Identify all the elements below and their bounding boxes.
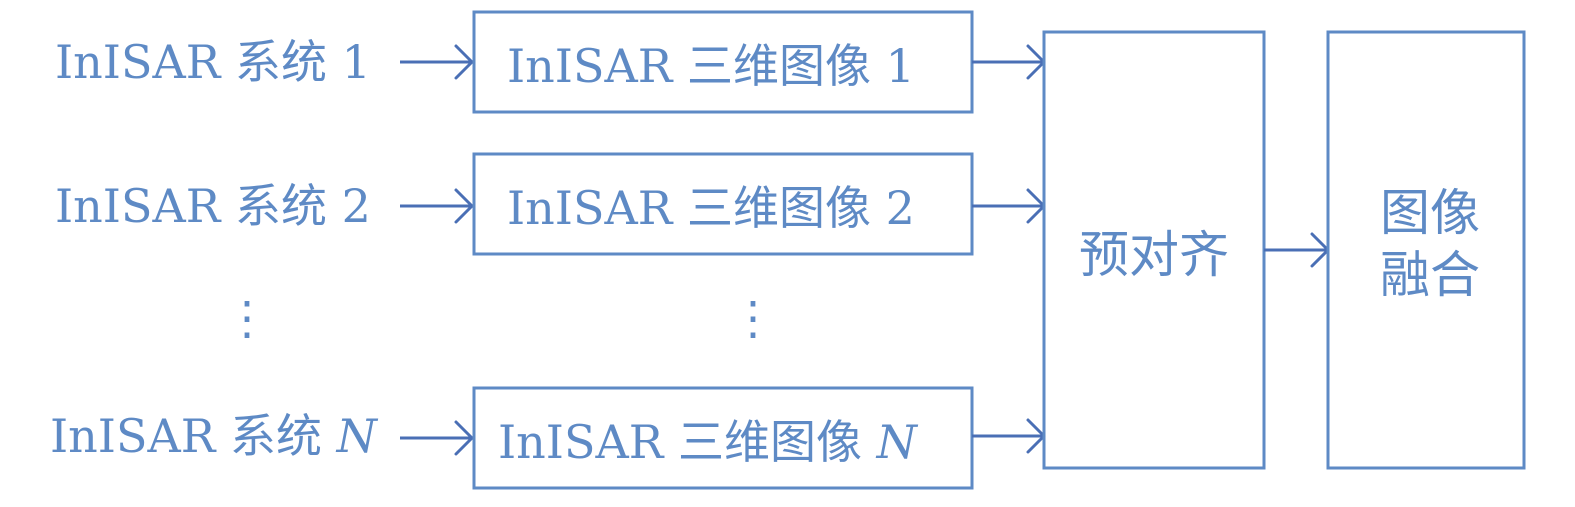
source-label-2: InISAR 系统 2 <box>55 179 371 233</box>
source-label-n: InISAR 系统 N <box>50 409 379 463</box>
image-box-2-label: InISAR 三维图像 2 <box>507 181 915 235</box>
arrow-image-1-to-prealign <box>972 44 1046 80</box>
arrow-source-n-to-image-n <box>400 420 474 456</box>
image-box-n-label: InISAR 三维图像 N <box>498 415 919 469</box>
image-box-1: InISAR 三维图像 1 <box>472 10 974 114</box>
fusion-box: 图像 融合 <box>1326 30 1526 470</box>
arrow-image-2-to-prealign <box>972 188 1046 224</box>
arrow-image-n-to-prealign <box>972 418 1046 454</box>
arrow-prealign-to-fusion <box>1264 232 1330 268</box>
prealign-box: 预对齐 <box>1042 30 1266 470</box>
image-box-n: InISAR 三维图像 N <box>472 386 974 490</box>
image-box-2: InISAR 三维图像 2 <box>472 152 974 256</box>
fusion-label-line1: 图像 <box>1380 184 1480 242</box>
prealign-label: 预对齐 <box>1079 226 1229 284</box>
fusion-label-line2: 融合 <box>1380 246 1480 304</box>
image-box-1-label: InISAR 三维图像 1 <box>507 39 915 93</box>
image-ellipsis: ⋮ <box>730 291 776 345</box>
source-label-1: InISAR 系统 1 <box>55 35 371 89</box>
arrow-source-2-to-image-2 <box>400 188 474 224</box>
arrow-source-1-to-image-1 <box>400 44 474 80</box>
source-ellipsis: ⋮ <box>224 291 270 345</box>
